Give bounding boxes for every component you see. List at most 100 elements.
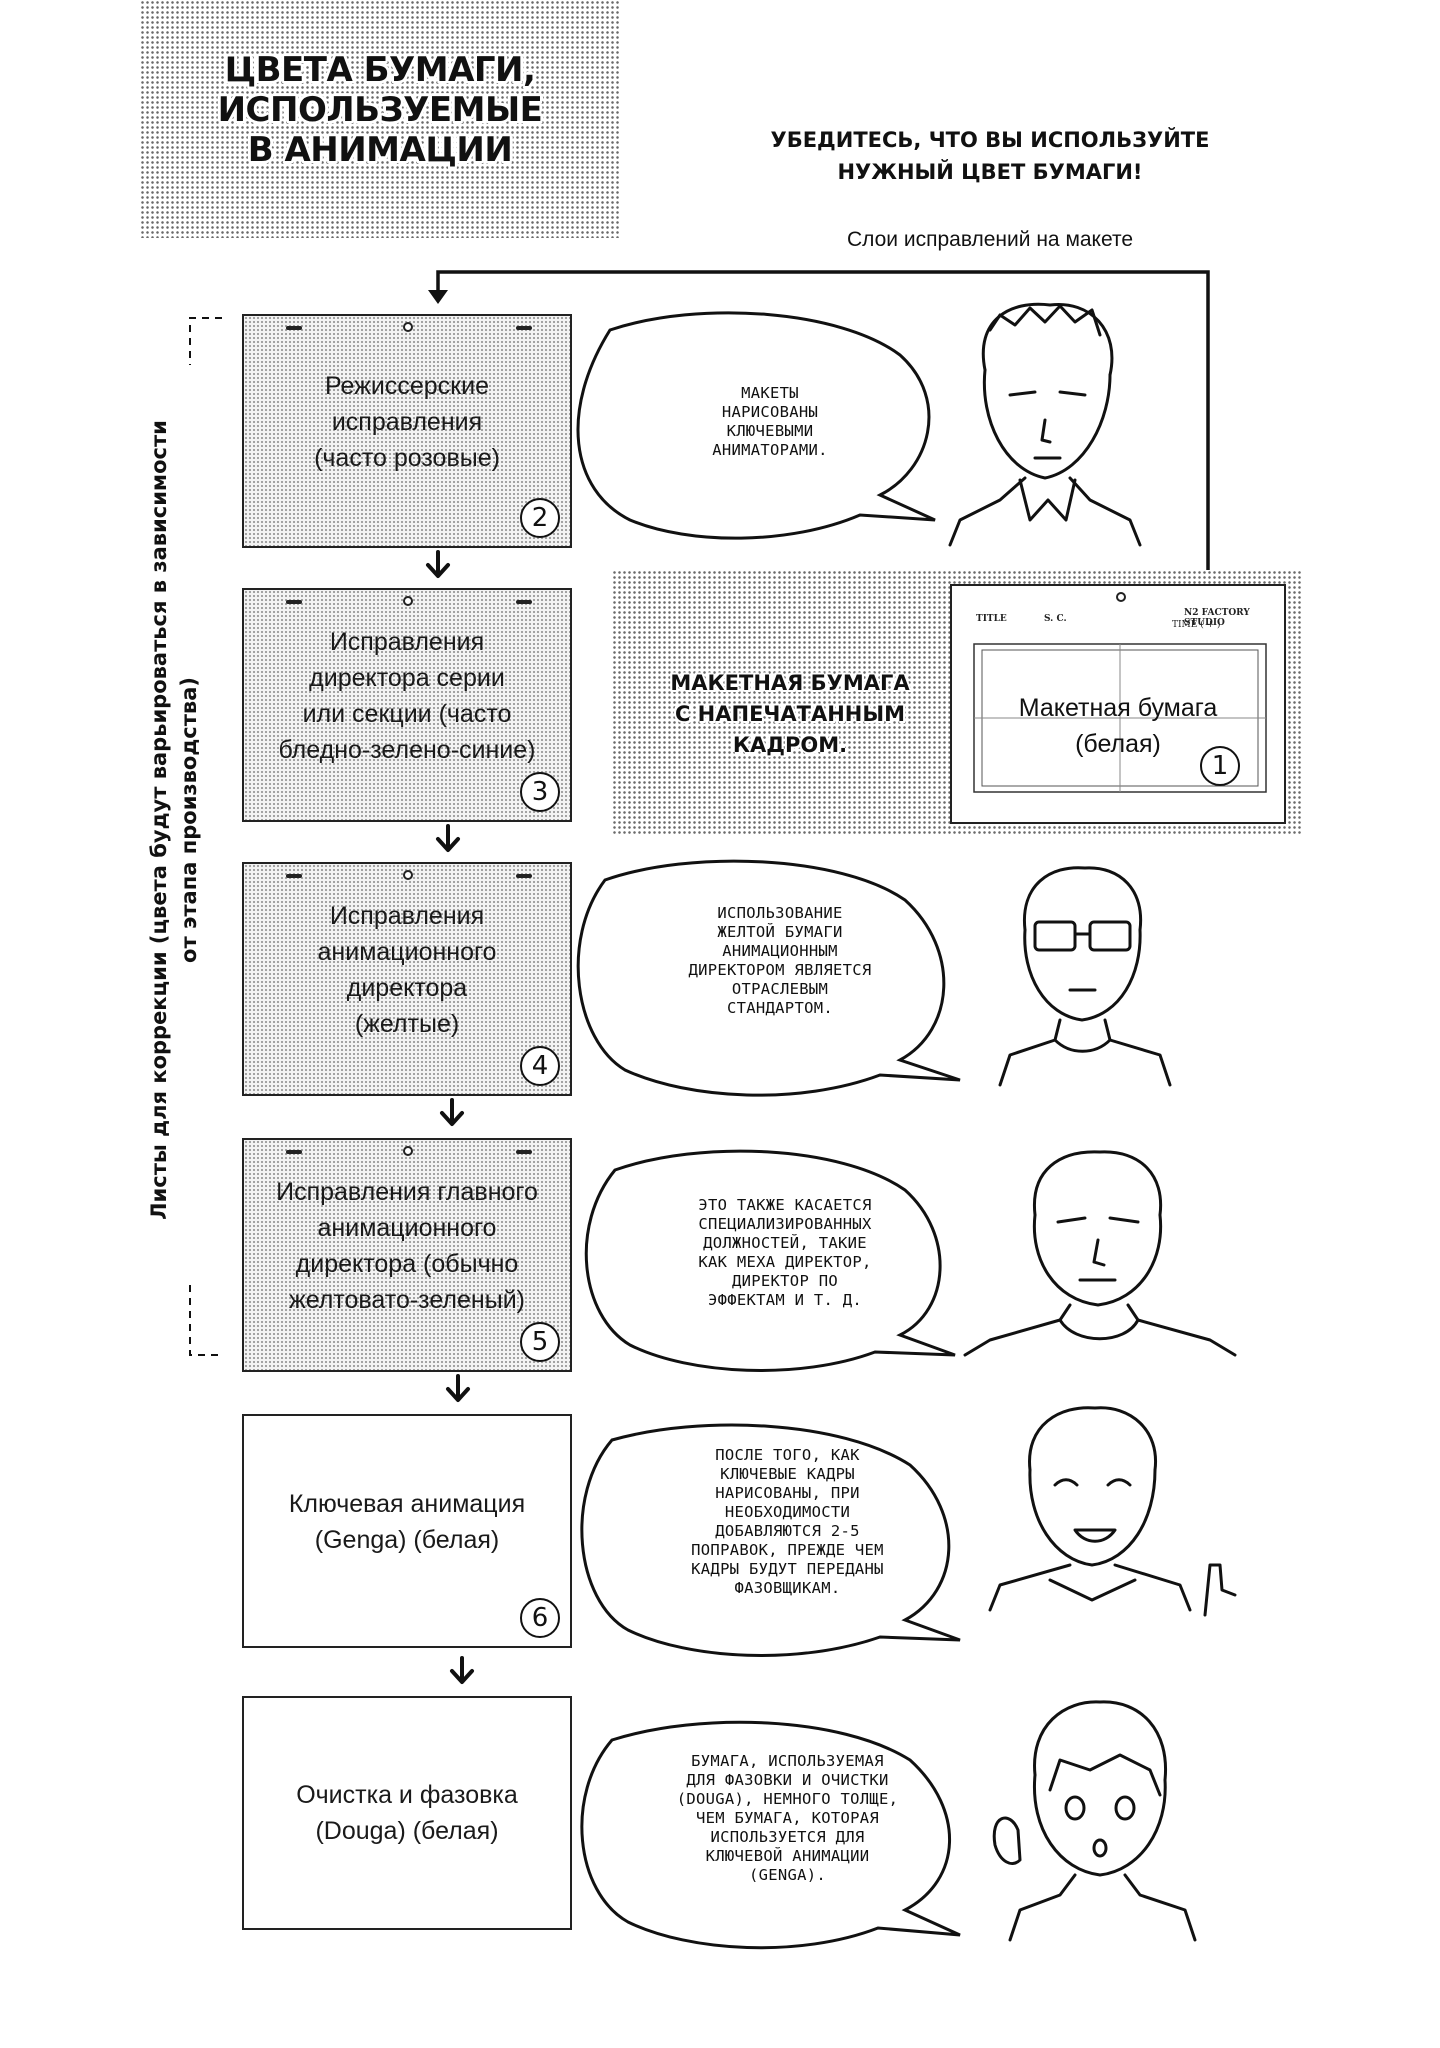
- speech-bubble: [584, 1149, 956, 1372]
- peg-hole: [403, 596, 413, 606]
- bubble-line: БУМАГА, ИСПОЛЬЗУЕМАЯ: [691, 1752, 884, 1770]
- paper-header-title: TITLE: [976, 614, 1007, 624]
- paper-header-time: TIME ( + ): [1172, 620, 1221, 630]
- sheet-label: Очистка и фазовка (Douga) (белая): [252, 1698, 562, 1928]
- paper-header-studio: N2 FACTORY STUDIO: [1184, 608, 1250, 628]
- peg-mark: [286, 600, 302, 604]
- sheet-director-corrections: Режиссерские исправления (часто розовые)…: [242, 314, 572, 548]
- sheet-label-line: Режиссерские: [324, 372, 489, 400]
- peg-hole: [403, 870, 413, 880]
- sheet-label: Исправления главного анимационного дирек…: [252, 1140, 562, 1352]
- bubble-line: ФАЗОВЩИКАМ.: [734, 1579, 841, 1597]
- speech-bubble-text: БУМАГА, ИСПОЛЬЗУЕМАЯ ДЛЯ ФАЗОВКИ И ОЧИСТ…: [620, 1752, 955, 1885]
- sheet-label: Исправления анимационного директора (жел…: [252, 864, 562, 1076]
- sheet-label-line: желтовато-зеленый): [288, 1286, 525, 1314]
- layout-paper-sheet: TITLE S. C. N2 FACTORY STUDIO TIME ( + ): [950, 584, 1286, 824]
- sheet-episode-director-corrections: Исправления директора серии или секции (…: [242, 588, 572, 822]
- page-title-line: ЦВЕТА БУМАГИ,: [224, 50, 536, 90]
- paper-header-sc: S. C.: [1044, 614, 1067, 624]
- peg-mark: [516, 1150, 532, 1154]
- sheet-label-line: директора (обычно: [295, 1250, 519, 1278]
- bubble-line: ОТРАСЛЕВЫМ: [731, 980, 829, 998]
- peg-hole: [403, 1146, 413, 1156]
- speech-bubble: [576, 859, 961, 1097]
- sheet-label: Режиссерские исправления (часто розовые): [252, 316, 562, 528]
- character-animation-director: [998, 866, 1172, 1087]
- layout-paper-number-badge: 1: [1200, 746, 1240, 786]
- bubble-line: ДИРЕКТОР ПО: [732, 1272, 838, 1290]
- down-arrow: [440, 1098, 464, 1126]
- banner-line: КАДРОМ.: [732, 733, 848, 757]
- bubble-line: ЧЕМ БУМАГА, КОТОРАЯ: [695, 1809, 879, 1827]
- bubble-line: СТАНДАРТОМ.: [727, 999, 833, 1017]
- sheet-label-line: (Genga) (белая): [314, 1526, 500, 1554]
- sheet-label-line: исправления: [331, 408, 483, 436]
- sheet-label-line: Очистка и фазовка: [296, 1781, 518, 1809]
- subtitle-line: УБЕДИТЕСЬ, ЧТО ВЫ ИСПОЛЬЗУЙТЕ: [770, 128, 1210, 152]
- down-arrow: [436, 824, 460, 852]
- peg-mark: [516, 326, 532, 330]
- bubble-line: СПЕЦИАЛИЗИРОВАННЫХ: [698, 1215, 872, 1233]
- bubble-line: ИСПОЛЬЗОВАНИЕ: [717, 904, 843, 922]
- sheet-number-badge: 3: [520, 772, 560, 812]
- bubble-line: ДЛЯ ФАЗОВКИ И ОЧИСТКИ: [686, 1771, 889, 1789]
- peg-mark: [286, 326, 302, 330]
- sheet-label-line: Исправления: [329, 628, 485, 656]
- sheet-label-line: (часто розовые): [314, 444, 500, 472]
- bracket-line: [189, 317, 222, 1356]
- page-title: ЦВЕТА БУМАГИ, ИСПОЛЬЗУЕМЫЕ В АНИМАЦИИ: [140, 50, 620, 170]
- speech-bubble-text: ЭТО ТАКЖЕ КАСАЕТСЯ СПЕЦИАЛИЗИРОВАННЫХ ДО…: [625, 1196, 945, 1310]
- peg-hole: [1116, 592, 1126, 602]
- bubble-line: ДОЛЖНОСТЕЙ, ТАКИЕ: [703, 1234, 867, 1252]
- bubble-line: ПОСЛЕ ТОГО, КАК: [715, 1446, 860, 1464]
- bubble-line: ЭТО ТАКЖЕ КАСАЕТСЯ: [698, 1196, 872, 1214]
- peg-mark: [286, 874, 302, 878]
- banner-line: С НАПЕЧАТАННЫМ: [674, 702, 906, 726]
- bubble-line: (DOUGA), НЕМНОГО ТОЛЩЕ,: [676, 1790, 899, 1808]
- sheet-label-line: (Douga) (белая): [315, 1817, 499, 1845]
- bubble-line: КЛЮЧЕВЫЕ КАДРЫ: [720, 1465, 855, 1483]
- layout-paper-banner-text: МАКЕТНАЯ БУМАГА С НАПЕЧАТАННЫМ КАДРОМ.: [640, 668, 940, 761]
- sheet-number-badge: 4: [520, 1046, 560, 1086]
- sheet-label-line: Ключевая анимация: [288, 1490, 526, 1518]
- speech-bubble-text: МАКЕТЫ НАРИСОВАНЫ КЛЮЧЕВЫМИ АНИМАТОРАМИ.: [630, 384, 910, 460]
- bubble-line: КАК МЕХА ДИРЕКТОР,: [698, 1253, 872, 1271]
- sheet-label-line: Исправления главного: [276, 1178, 538, 1206]
- sheet-label-line: директора серии: [309, 664, 505, 692]
- sheet-number-badge: 5: [520, 1322, 560, 1362]
- printed-frame: [973, 643, 1267, 793]
- page-title-line: ИСПОЛЬЗУЕМЫЕ: [217, 90, 543, 130]
- sheet-key-animation: Ключевая анимация (Genga) (белая) 6: [242, 1414, 572, 1648]
- peg-mark: [286, 1150, 302, 1154]
- bubble-line: (GENGA).: [748, 1866, 827, 1884]
- sheet-label-line: или секции (часто: [302, 700, 512, 728]
- sheet-label-line: бледно-зелено-синие): [278, 736, 536, 764]
- bubble-line: КЛЮЧЕВОЙ АНИМАЦИИ: [705, 1847, 870, 1865]
- down-arrow: [426, 550, 450, 578]
- layout-paper-label: Макетная бумага (белая): [950, 690, 1286, 762]
- sheet-chief-animation-director-corrections: Исправления главного анимационного дирек…: [242, 1138, 572, 1372]
- peg-mark: [516, 600, 532, 604]
- sheet-number-badge: 2: [520, 498, 560, 538]
- character-key-animator: [948, 302, 1142, 547]
- bubble-line: КЛЮЧЕВЫМИ: [726, 422, 814, 440]
- page-title-line: В АНИМАЦИИ: [247, 130, 513, 170]
- bubble-line: ЭФФЕКТАМ И Т. Д.: [707, 1291, 863, 1309]
- title-block: ЦВЕТА БУМАГИ, ИСПОЛЬЗУЕМЫЕ В АНИМАЦИИ: [140, 0, 620, 238]
- bubble-line: ПОПРАВОК, ПРЕЖДЕ ЧЕМ: [691, 1541, 884, 1559]
- sheet-label-line: анимационного: [317, 1214, 497, 1242]
- character-inbetweener: [992, 1700, 1197, 1942]
- bubble-line: НАРИСОВАНЫ, ПРИ: [715, 1484, 860, 1502]
- bubble-line: ИСПОЛЬЗУЕТСЯ ДЛЯ: [710, 1828, 865, 1846]
- sheet-cleanup-inbetween: Очистка и фазовка (Douga) (белая): [242, 1696, 572, 1930]
- peg-hole: [403, 322, 413, 332]
- subtitle-line: НУЖНЫЙ ЦВЕТ БУМАГИ!: [837, 160, 1143, 184]
- speech-bubble-text: ИСПОЛЬЗОВАНИЕ ЖЕЛТОЙ БУМАГИ АНИМАЦИОННЫМ…: [620, 904, 940, 1018]
- layout-paper-label-line: (белая): [1075, 730, 1161, 758]
- speech-bubble-text: ПОСЛЕ ТОГО, КАК КЛЮЧЕВЫЕ КАДРЫ НАРИСОВАН…: [625, 1446, 950, 1598]
- sheet-label: Ключевая анимация (Genga) (белая): [252, 1416, 562, 1628]
- peg-mark: [516, 874, 532, 878]
